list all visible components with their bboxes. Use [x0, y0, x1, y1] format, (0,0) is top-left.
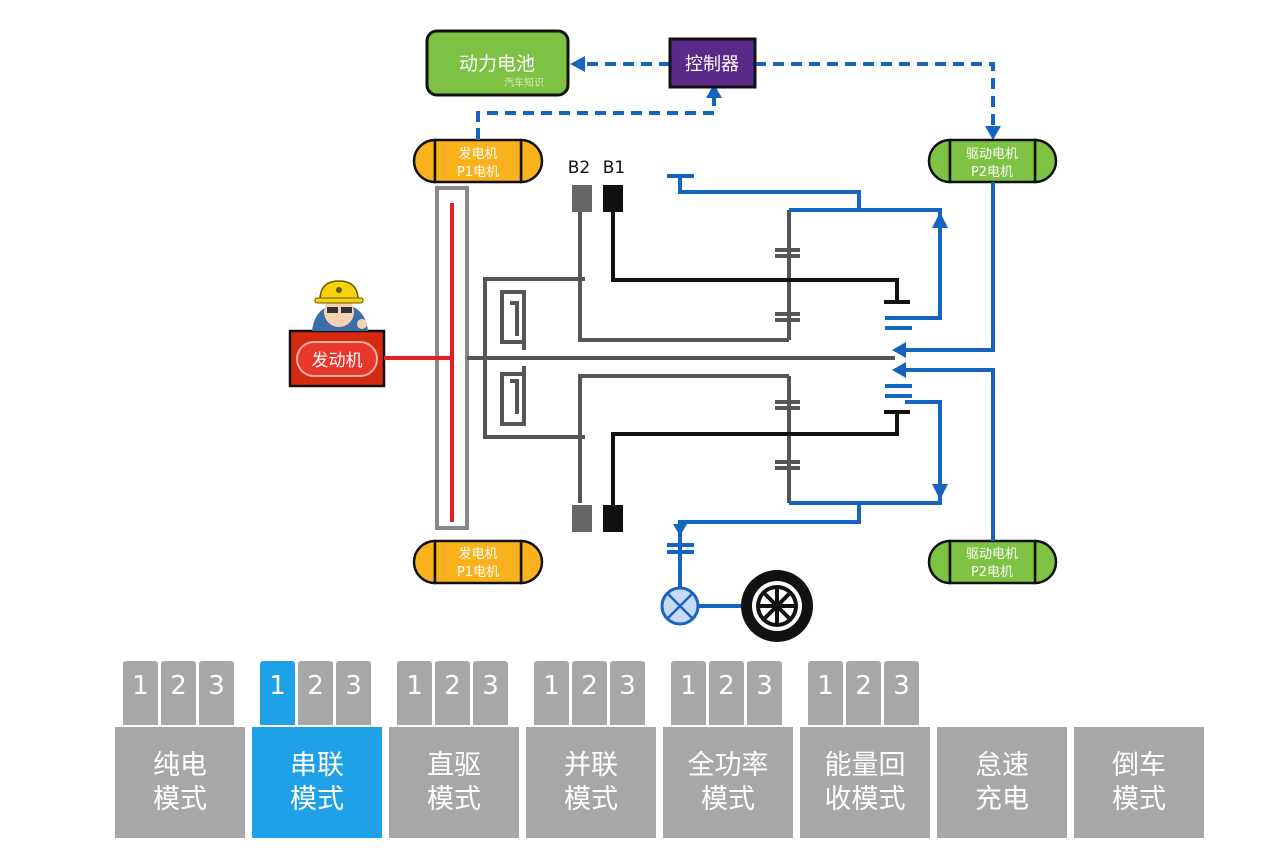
full-power-mode-button[interactable]: 全功率 模式	[663, 727, 793, 838]
mascot-avatar	[312, 280, 368, 331]
mode-group-idle-charge: 怠速 充电	[937, 661, 1067, 838]
parallel-gear-1-button[interactable]: 1	[534, 661, 569, 725]
battery-watermark: 汽车知识	[504, 76, 544, 89]
engine-block: 发动机	[288, 329, 452, 388]
series-gear-2-button[interactable]: 2	[298, 661, 333, 725]
drive-top-line1: 驱动电机	[966, 147, 1018, 162]
ev-mode-line2: 模式	[153, 783, 207, 815]
power-flow-arrowheads	[673, 212, 948, 536]
parallel-mode-line2: 模式	[564, 783, 618, 815]
full-power-mode-line2: 模式	[701, 783, 755, 815]
reverse-mode-button[interactable]: 倒车 模式	[1074, 727, 1204, 838]
brake-b2-bottom	[572, 505, 592, 532]
direct-gear-1-button[interactable]: 1	[397, 661, 432, 725]
ev-gear-1-button[interactable]: 1	[123, 661, 158, 725]
power-flow-lines	[476, 128, 995, 608]
mode-group-ev: 1 2 3 纯电 模式	[115, 661, 245, 838]
drive-top-line2: P2电机	[971, 165, 1013, 180]
brake-b1-bottom	[603, 505, 623, 532]
idle-charge-mode-button[interactable]: 怠速 充电	[937, 727, 1067, 838]
reverse-mode-line1: 倒车	[1112, 749, 1166, 781]
mode-group-series: 1 2 3 串联 模式	[252, 661, 382, 838]
hybrid-transmission-diagram: 动力电池 汽车知识 控制器 发电机 P1电机 发电机 P1电机 驱动电机 P2电…	[288, 29, 1058, 642]
generator-bottom-line2: P1电机	[457, 565, 499, 580]
drive-bottom-line1: 驱动电机	[966, 547, 1018, 562]
ev-gear-2-button[interactable]: 2	[161, 661, 196, 725]
control-arrowheads	[570, 56, 1001, 140]
controller-box: 控制器	[668, 37, 757, 89]
generator-motor-top: 发电机 P1电机	[412, 138, 544, 184]
mode-group-parallel: 1 2 3 并联 模式	[526, 661, 656, 838]
battery-label: 动力电池	[459, 53, 535, 75]
parallel-gear-3-button[interactable]: 3	[610, 661, 645, 725]
generator-bottom-line1: 发电机	[458, 546, 497, 562]
mode-group-reverse: 倒车 模式	[1074, 661, 1204, 838]
full-power-gear-3-button[interactable]: 3	[747, 661, 782, 725]
mode-group-regen: 1 2 3 能量回 收模式	[800, 661, 930, 838]
mode-group-full-power: 1 2 3 全功率 模式	[663, 661, 793, 838]
series-gear-1-button[interactable]: 1	[260, 661, 295, 725]
generator-motor-bottom: 发电机 P1电机	[412, 539, 544, 585]
series-gear-3-button[interactable]: 3	[336, 661, 371, 725]
wheel-icon	[741, 570, 813, 642]
engine-label: 发动机	[312, 351, 363, 371]
regen-gear-1-button[interactable]: 1	[808, 661, 843, 725]
direct-drive-mode-button[interactable]: 直驱 模式	[389, 727, 519, 838]
brake-b2-top: B2	[568, 158, 592, 212]
regen-mode-button[interactable]: 能量回 收模式	[800, 727, 930, 838]
parallel-mode-button[interactable]: 并联 模式	[526, 727, 656, 838]
reverse-mode-line2: 模式	[1112, 783, 1166, 815]
transmission-shafts	[467, 210, 895, 503]
battery-box: 动力电池 汽车知识	[425, 29, 570, 97]
parallel-gear-2-button[interactable]: 2	[572, 661, 607, 725]
control-signal-lines	[476, 62, 995, 140]
generator-top-line1: 发电机	[458, 146, 497, 162]
brake-linkage	[611, 212, 910, 505]
full-power-gear-1-button[interactable]: 1	[671, 661, 706, 725]
regen-gear-2-button[interactable]: 2	[846, 661, 881, 725]
idle-charge-mode-line1: 怠速	[975, 749, 1029, 781]
regen-mode-line2: 收模式	[824, 783, 906, 815]
direct-mode-line1: 直驱	[427, 749, 481, 781]
direct-mode-line2: 模式	[427, 783, 481, 815]
drive-bottom-line2: P2电机	[971, 565, 1013, 580]
full-power-gear-2-button[interactable]: 2	[709, 661, 744, 725]
parallel-mode-line1: 并联	[564, 749, 618, 781]
mode-group-direct-drive: 1 2 3 直驱 模式	[389, 661, 519, 838]
differential	[660, 586, 700, 626]
idle-charge-mode-line2: 充电	[975, 783, 1029, 815]
full-power-mode-line1: 全功率	[687, 749, 769, 781]
regen-gear-3-button[interactable]: 3	[884, 661, 919, 725]
brake-b1-top: B1	[603, 158, 625, 212]
brake-b2-label: B2	[568, 158, 590, 178]
series-mode-line2: 模式	[290, 783, 344, 815]
series-mode-line1: 串联	[290, 749, 344, 781]
ev-mode-line1: 纯电	[153, 749, 207, 781]
direct-gear-3-button[interactable]: 3	[473, 661, 508, 725]
series-mode-button[interactable]: 串联 模式	[252, 727, 382, 838]
drive-motor-bottom: 驱动电机 P2电机	[927, 539, 1058, 585]
regen-mode-line1: 能量回	[824, 749, 906, 781]
generator-top-line2: P1电机	[457, 165, 499, 180]
brake-b1-label: B1	[603, 158, 625, 178]
ev-gear-3-button[interactable]: 3	[199, 661, 234, 725]
controller-label: 控制器	[685, 54, 739, 75]
direct-gear-2-button[interactable]: 2	[435, 661, 470, 725]
ev-mode-button[interactable]: 纯电 模式	[115, 727, 245, 838]
drive-motor-top: 驱动电机 P2电机	[927, 138, 1058, 184]
